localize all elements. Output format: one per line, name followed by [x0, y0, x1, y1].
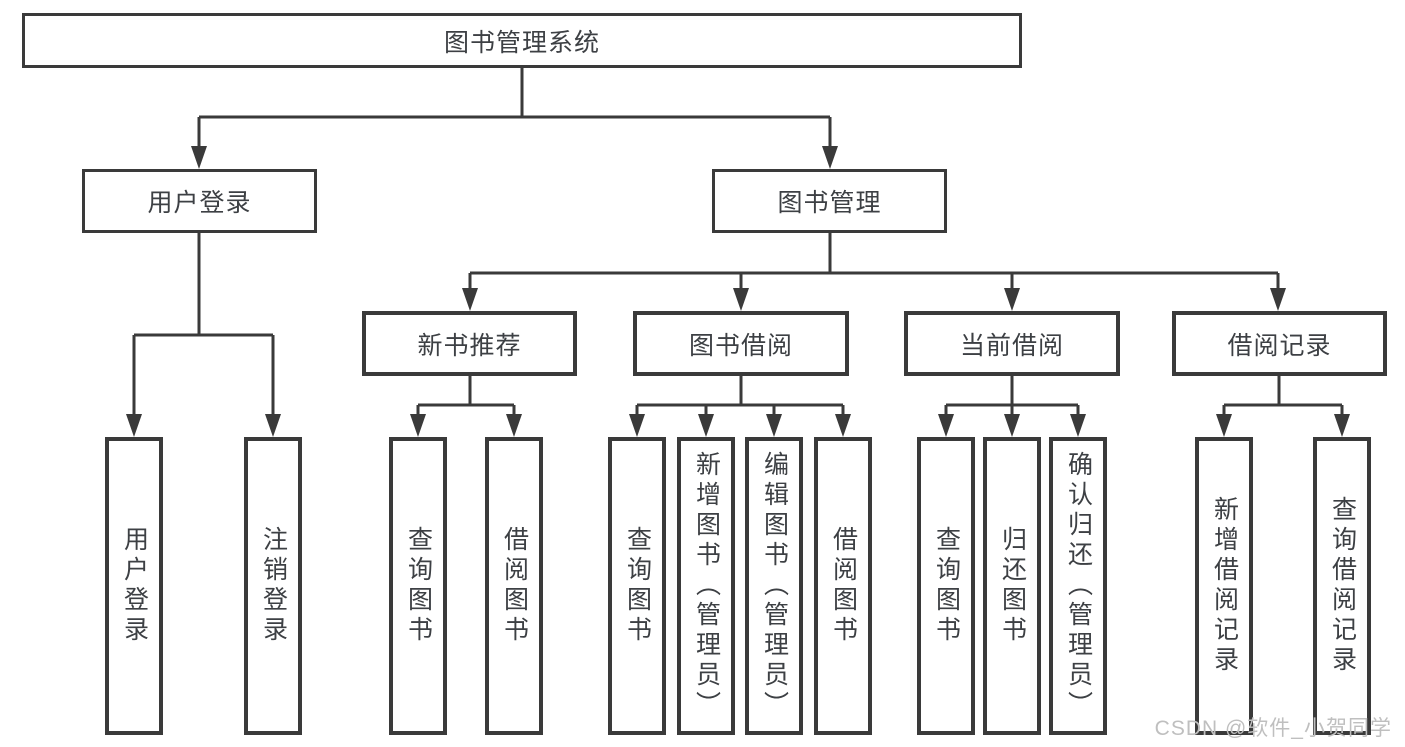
node-label: 查询图书 [404, 526, 433, 646]
node-label: 确认归还（管理员） [1064, 451, 1093, 721]
leaf-borrowing-edit-books-admin: 编辑图书（管理员） [745, 437, 803, 735]
node-label: 查询图书 [932, 526, 961, 646]
leaf-borrowing-add-books-admin: 新增图书（管理员） [677, 437, 735, 735]
node-label: 用户登录 [147, 189, 252, 217]
node-label: 注销登录 [259, 526, 288, 646]
node-label: 查询借阅记录 [1328, 496, 1357, 676]
leaf-user-login: 用户登录 [105, 437, 163, 735]
node-user-login-branch: 用户登录 [82, 169, 317, 233]
node-book-management-branch: 图书管理 [712, 169, 947, 233]
node-label: 当前借阅 [959, 331, 1064, 360]
node-label: 用户登录 [120, 526, 149, 646]
leaf-records-query-record: 查询借阅记录 [1313, 437, 1371, 735]
node-label: 图书管理 [777, 189, 882, 217]
leaf-recommend-query-books: 查询图书 [389, 437, 447, 735]
leaf-current-confirm-return-admin: 确认归还（管理员） [1049, 437, 1107, 735]
leaf-recommend-borrow-books: 借阅图书 [485, 437, 543, 735]
node-label: 借阅图书 [500, 526, 529, 646]
node-borrowing-records: 借阅记录 [1172, 311, 1387, 376]
leaf-borrowing-query-books: 查询图书 [608, 437, 666, 735]
node-label: 归还图书 [998, 526, 1027, 646]
node-label: 新增图书（管理员） [692, 451, 721, 721]
node-label: 编辑图书（管理员） [760, 451, 789, 721]
node-label: 图书管理系统 [443, 28, 600, 57]
node-new-book-recommend: 新书推荐 [362, 311, 577, 376]
node-book-borrowing: 图书借阅 [633, 311, 849, 376]
node-label: 查询图书 [623, 526, 652, 646]
leaf-current-return-books: 归还图书 [983, 437, 1041, 735]
node-label: 借阅图书 [829, 526, 858, 646]
leaf-current-query-books: 查询图书 [917, 437, 975, 735]
csdn-watermark: CSDN @软件_小贺同学 [1154, 717, 1392, 740]
node-current-borrowing: 当前借阅 [904, 311, 1120, 376]
leaf-records-add-record: 新增借阅记录 [1195, 437, 1253, 735]
node-label: 新增借阅记录 [1210, 496, 1239, 676]
node-system-root: 图书管理系统 [22, 13, 1022, 68]
node-label: 图书借阅 [688, 331, 793, 360]
leaf-logout: 注销登录 [244, 437, 302, 735]
node-label: 借阅记录 [1227, 331, 1332, 360]
arrowheads [126, 146, 1350, 437]
node-label: 新书推荐 [417, 331, 522, 360]
leaf-borrowing-borrow-books: 借阅图书 [814, 437, 872, 735]
